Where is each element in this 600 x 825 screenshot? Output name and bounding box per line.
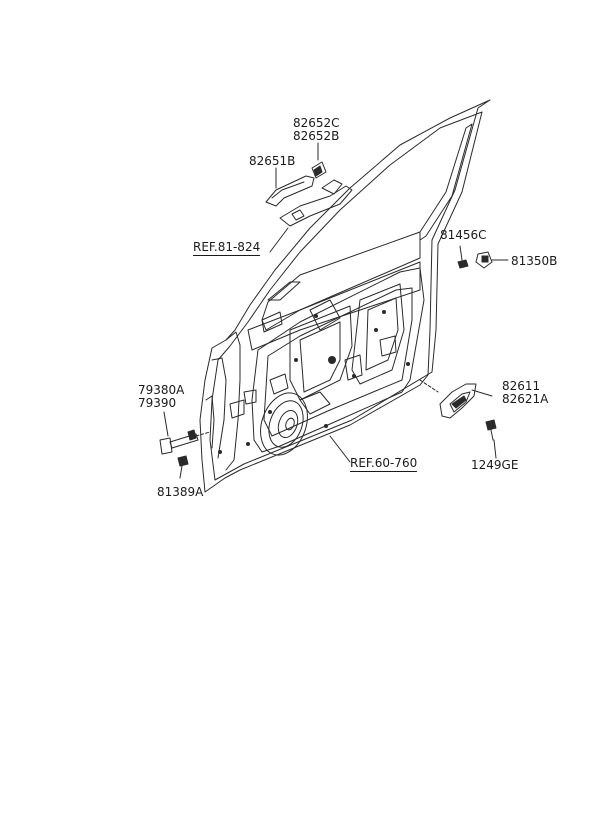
striker-parts bbox=[457, 245, 509, 269]
label-82651b: 82651B bbox=[249, 154, 296, 168]
label-ref-60-760: REF.60-760 bbox=[350, 456, 418, 472]
handle-cover-part bbox=[311, 142, 327, 179]
label-81389a: 81389A bbox=[157, 485, 204, 499]
speaker bbox=[260, 392, 308, 456]
label-82611: 82611 bbox=[502, 379, 541, 393]
label-82621a: 82621A bbox=[502, 392, 549, 406]
label-ref-81-824: REF.81-824 bbox=[193, 240, 261, 256]
inside-handle-part bbox=[419, 379, 497, 459]
label-81456c: 81456C bbox=[440, 228, 487, 242]
label-79380a: 79380A bbox=[138, 383, 185, 397]
label-82652b: 82652B bbox=[293, 129, 340, 143]
door-frame bbox=[199, 99, 491, 493]
label-1249ge: 1249GE bbox=[471, 458, 519, 472]
door-checker bbox=[159, 411, 211, 479]
label-82652c: 82652C bbox=[293, 116, 340, 130]
label-81350b: 81350B bbox=[511, 254, 558, 268]
panel-fasteners bbox=[218, 310, 410, 454]
ref-60-leader bbox=[329, 435, 351, 463]
handle-bracket bbox=[269, 179, 353, 253]
label-79390: 79390 bbox=[138, 396, 177, 410]
outside-handle-part bbox=[265, 167, 315, 207]
inner-panel bbox=[229, 267, 425, 453]
